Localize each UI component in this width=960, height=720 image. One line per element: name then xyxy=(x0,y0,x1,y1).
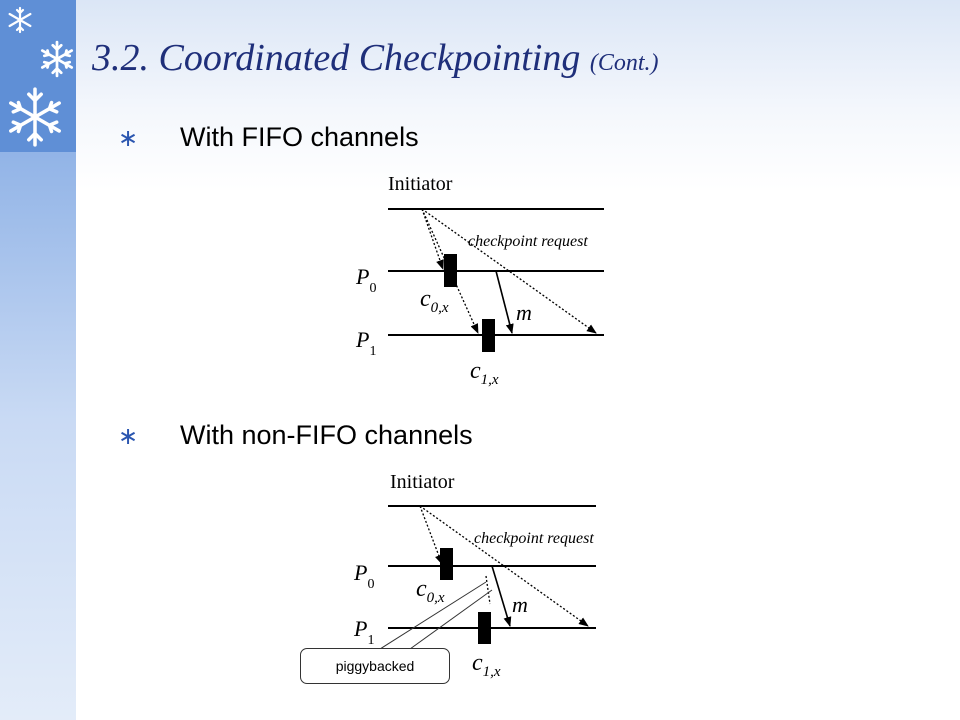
initiator-label: Initiator xyxy=(390,471,455,493)
request-label: checkpoint request xyxy=(474,530,594,547)
snowflake-icon xyxy=(40,40,74,78)
m-label: m xyxy=(516,300,532,325)
bullet-text: With FIFO channels xyxy=(180,122,419,152)
title-suffix: (Cont.) xyxy=(589,50,659,76)
request-arrow-p0 xyxy=(421,208,444,270)
snowflake-icon xyxy=(9,87,61,147)
bullet-nonfifo: ∗ With non-FIFO channels xyxy=(118,420,473,451)
p1-label: P1 xyxy=(353,616,374,648)
message-m-arrow xyxy=(495,270,514,334)
checkpoint-c0 xyxy=(440,548,453,580)
bullet-mark: ∗ xyxy=(118,423,139,450)
snowflake-panel xyxy=(0,0,76,152)
piggybacked-callout: piggybacked xyxy=(300,648,450,684)
fifo-diagram: Initiator checkpoint request P0 P1 c0,x … xyxy=(355,173,604,388)
m-label: m xyxy=(512,592,528,617)
slide-title: 3.2. Coordinated Checkpointing (Cont.) xyxy=(92,36,659,80)
title-text: 3.2. Coordinated Checkpointing xyxy=(92,37,581,79)
initiator-label: Initiator xyxy=(388,173,453,195)
c0-label: c0,x xyxy=(420,286,449,316)
c0-label: c0,x xyxy=(416,576,445,606)
checkpoint-c0 xyxy=(444,254,457,287)
sidebar-decoration xyxy=(0,0,76,720)
bullet-text: With non-FIFO channels xyxy=(180,420,473,450)
p0-label: P0 xyxy=(353,560,374,592)
request-arrow-p1-late xyxy=(485,575,491,605)
checkpoint-c1 xyxy=(478,612,491,644)
c1-label: c1,x xyxy=(470,358,499,388)
checkpoint-c1 xyxy=(482,319,495,352)
bullet-fifo: ∗ With FIFO channels xyxy=(118,122,419,153)
p0-label: P0 xyxy=(355,264,376,296)
request-label: checkpoint request xyxy=(468,233,588,250)
c1-label: c1,x xyxy=(472,650,501,680)
p1-label: P1 xyxy=(355,327,376,359)
message-m-arrow xyxy=(491,565,512,627)
bullet-mark: ∗ xyxy=(118,125,139,152)
request-arrow-long xyxy=(419,505,589,627)
nonfifo-diagram: Initiator checkpoint request P0 P1 c0,x … xyxy=(353,471,596,680)
snowflake-icon xyxy=(8,6,32,34)
